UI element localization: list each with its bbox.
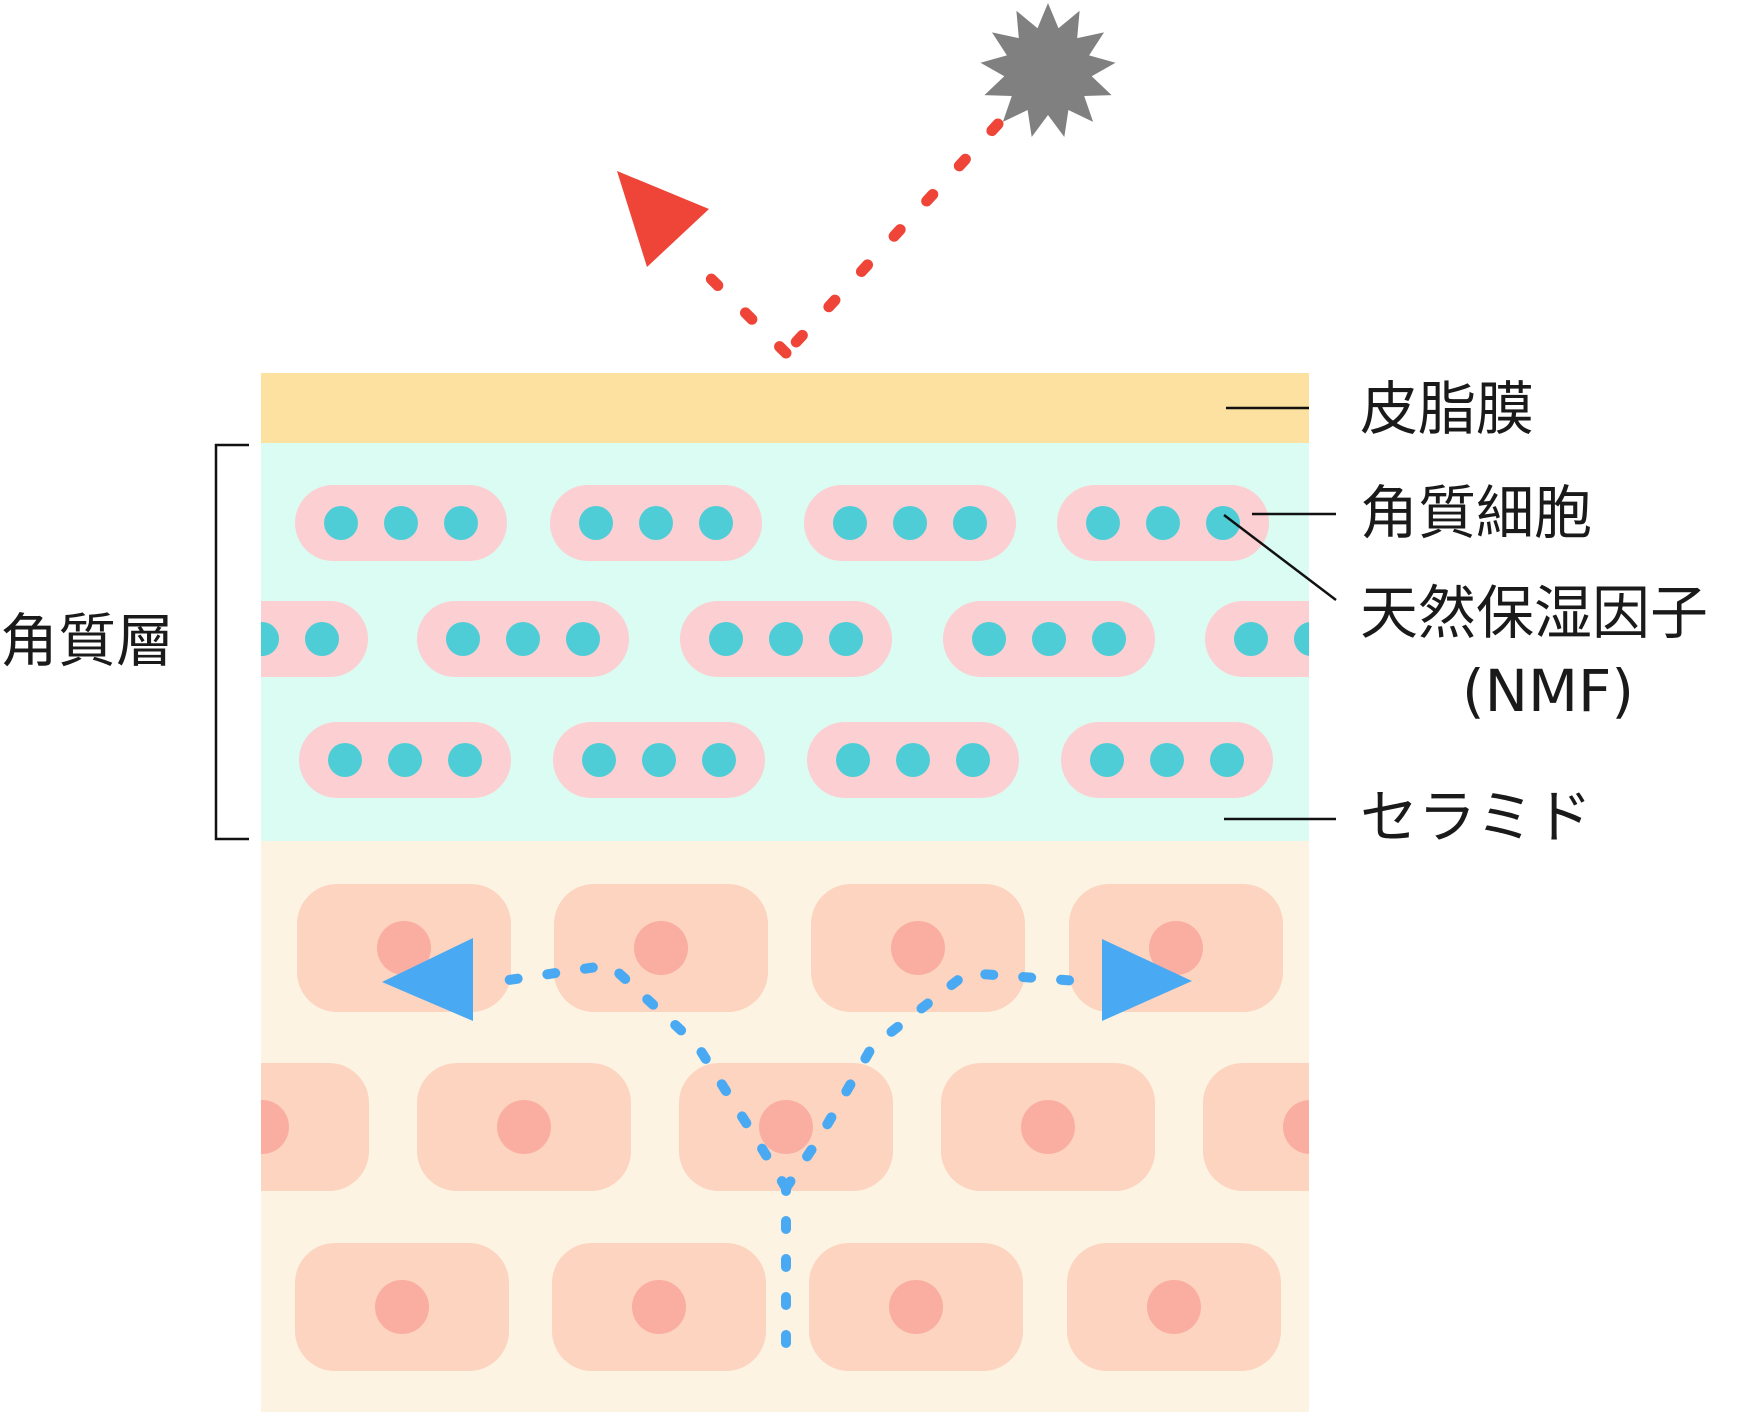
cell-nucleus: [632, 1280, 686, 1334]
epidermal-cell: [1203, 1063, 1309, 1191]
cell-nucleus: [634, 921, 688, 975]
nmf-dot: [699, 506, 733, 540]
reflection-path: [682, 118, 1004, 359]
spiky-star-icon: [980, 3, 1116, 137]
incoming-path: [780, 118, 1004, 359]
nmf-dot: [953, 506, 987, 540]
cell-nucleus: [261, 1100, 289, 1154]
water-diffusion-arrows: [490, 959, 1083, 1348]
nmf-dot: [709, 622, 743, 656]
nmf-dot: [185, 622, 219, 656]
water-path-left-branch: [490, 959, 791, 1193]
nmf-dot: [1086, 506, 1120, 540]
nmf-dot: [769, 622, 803, 656]
nmf-dot: [328, 743, 362, 777]
nmf-dot: [956, 743, 990, 777]
label-ceramide: セラミド: [1360, 783, 1593, 851]
nmf-dot: [506, 622, 540, 656]
cell-nucleus: [375, 1280, 429, 1334]
nmf-dot: [1150, 743, 1184, 777]
cell-nucleus: [889, 1280, 943, 1334]
nmf-dot: [566, 622, 600, 656]
nmf-dot: [1210, 743, 1244, 777]
stratum-corneum-bracket: [214, 443, 249, 841]
nmf-dot: [388, 743, 422, 777]
nmf-dot: [1206, 506, 1240, 540]
cell-nucleus: [497, 1100, 551, 1154]
water-arrowhead-left-icon: [382, 938, 473, 1021]
nmf-dot: [893, 506, 927, 540]
nmf-dot: [261, 622, 279, 656]
nmf-dot: [448, 743, 482, 777]
cell-nucleus: [759, 1100, 813, 1154]
nmf-dot: [324, 506, 358, 540]
nmf-dot: [582, 743, 616, 777]
nmf-dot: [639, 506, 673, 540]
label-nmf: 天然保湿因子: [1360, 579, 1709, 647]
cell-nucleus: [891, 921, 945, 975]
nmf-dot: [642, 743, 676, 777]
nmf-dot: [702, 743, 736, 777]
nmf-dot: [1090, 743, 1124, 777]
nmf-dot: [833, 506, 867, 540]
nmf-dot: [1032, 622, 1066, 656]
cell-nucleus: [1149, 921, 1203, 975]
nmf-dot: [1092, 622, 1126, 656]
leader-nmf: [1223, 514, 1337, 601]
nmf-dot: [579, 506, 613, 540]
nmf-dot: [446, 622, 480, 656]
label-nmf-abbrev: (NMF): [1462, 657, 1635, 725]
nmf-dot: [444, 506, 478, 540]
nmf-dot: [896, 743, 930, 777]
nmf-dot: [829, 622, 863, 656]
reflected-path: [682, 250, 792, 359]
cell-nucleus: [1147, 1280, 1201, 1334]
nmf-dot: [305, 622, 339, 656]
water-arrowhead-right-icon: [1102, 939, 1192, 1021]
cell-group: [261, 884, 1309, 1371]
label-stratum-corneum: 角質層: [0, 607, 175, 675]
nmf-dot: [1146, 506, 1180, 540]
label-sebum-film: 皮脂膜: [1360, 375, 1535, 443]
nmf-dot: [972, 622, 1006, 656]
leader-lines: [1223, 406, 1337, 821]
label-corneocyte: 角質細胞: [1360, 479, 1593, 547]
nmf-dot: [836, 743, 870, 777]
water-path-right-branch: [781, 967, 1083, 1193]
reflect-arrowhead-icon: [617, 171, 709, 267]
cell-nucleus: [1021, 1100, 1075, 1154]
nmf-dot: [384, 506, 418, 540]
epidermal-cell: [261, 1063, 369, 1191]
corneocyte-group: [185, 485, 1309, 798]
sebum-film-layer: [261, 373, 1309, 443]
cell-nucleus: [377, 921, 431, 975]
cell-nucleus: [1283, 1100, 1309, 1154]
nmf-dot: [1294, 622, 1309, 656]
nmf-dot: [1234, 622, 1268, 656]
